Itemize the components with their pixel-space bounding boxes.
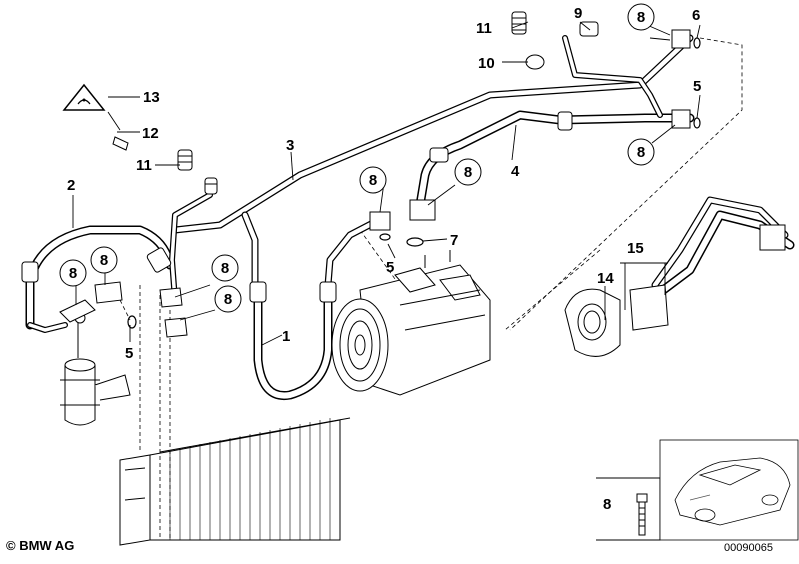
callout-11-left: 11 — [136, 157, 152, 174]
svg-text:8: 8 — [224, 291, 232, 308]
callout-8-inset: 8 — [603, 496, 611, 513]
callout-8-center-a: 8 — [211, 254, 239, 282]
document-id: 00090065 — [724, 542, 773, 554]
callout-12: 12 — [142, 125, 159, 142]
callout-14: 14 — [597, 270, 614, 287]
part-number-callouts: 1 2 3 4 5 5 5 6 7 9 10 11 11 12 13 14 15… — [67, 5, 701, 513]
svg-text:8: 8 — [369, 172, 377, 189]
compressor — [331, 250, 491, 396]
condenser — [119, 417, 351, 546]
copyright-label: © BMW AG — [6, 538, 75, 553]
callout-6: 6 — [692, 7, 700, 24]
svg-text:8: 8 — [100, 252, 108, 269]
svg-text:8: 8 — [69, 265, 77, 282]
callout-15: 15 — [627, 240, 644, 257]
warning-label-icon — [62, 83, 106, 111]
callout-9: 9 — [574, 5, 582, 22]
car-inset — [659, 439, 799, 541]
callout-3: 3 — [286, 137, 294, 154]
callout-5-center: 5 — [386, 259, 394, 276]
grommet — [564, 288, 621, 357]
svg-text:8: 8 — [637, 9, 645, 26]
callout-8-left-b: 8 — [90, 246, 118, 274]
callout-8-top: 8 — [627, 3, 655, 31]
circled-callouts: 8 8 8 8 8 8 8 8 — [59, 3, 655, 313]
callout-8-center-b: 8 — [214, 285, 242, 313]
callout-11-top: 11 — [476, 20, 492, 37]
callout-8-mid-b: 8 — [454, 158, 482, 186]
service-valves — [112, 11, 599, 195]
callout-8-mid-a: 8 — [359, 166, 387, 194]
callout-13: 13 — [143, 89, 160, 106]
hose-collars — [21, 111, 573, 303]
callout-2: 2 — [67, 177, 75, 194]
callout-1: 1 — [282, 328, 290, 345]
svg-text:8: 8 — [221, 260, 229, 277]
callout-4: 4 — [511, 163, 520, 180]
svg-text:8: 8 — [464, 164, 472, 181]
callout-8-left-a: 8 — [59, 259, 87, 287]
callout-7: 7 — [450, 232, 458, 249]
callout-8-right: 8 — [627, 138, 655, 166]
callout-10: 10 — [478, 55, 495, 72]
callout-5-left: 5 — [125, 345, 133, 362]
o-rings — [127, 37, 701, 329]
receiver-drier — [59, 299, 131, 426]
svg-text:8: 8 — [637, 144, 645, 161]
callout-5-right: 5 — [693, 78, 701, 95]
